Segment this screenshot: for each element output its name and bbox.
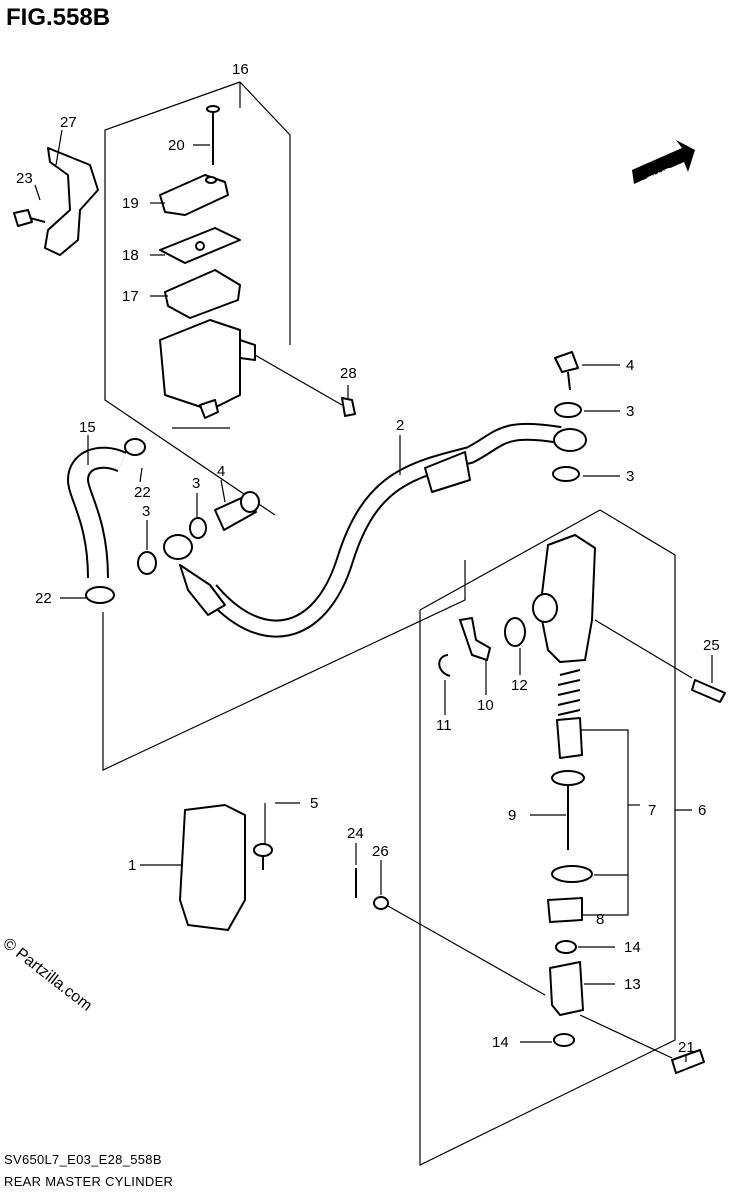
callout-26: 26 — [372, 843, 389, 860]
banjo-upper — [553, 428, 587, 452]
callout-6: 6 — [698, 802, 706, 819]
callout-3-d: 3 — [626, 468, 634, 485]
hose-bracket — [102, 560, 466, 771]
o-ring-12 — [504, 617, 526, 647]
push-rod-9-head — [551, 770, 585, 786]
brake-hose-2 — [203, 422, 562, 638]
cover-1 — [179, 804, 246, 931]
banjo-bolt-4-upper — [554, 351, 579, 373]
diaphragm-17 — [164, 269, 241, 319]
washer-26 — [373, 896, 389, 910]
callout-18: 18 — [122, 247, 139, 264]
callout-19: 19 — [122, 195, 139, 212]
reservoir-cap-19 — [159, 174, 229, 216]
callout-3-b: 3 — [142, 503, 150, 520]
callout-23: 23 — [16, 170, 33, 187]
clamp-22-lower — [85, 586, 115, 604]
reservoir-body — [159, 319, 241, 411]
callout-4-lower: 4 — [217, 463, 225, 480]
circlip-7 — [551, 865, 593, 883]
callout-15: 15 — [79, 419, 96, 436]
callout-17: 17 — [122, 288, 139, 305]
callout-3-c: 3 — [626, 403, 634, 420]
figure-title: FIG.558B — [6, 4, 111, 31]
bolt-28 — [341, 397, 356, 417]
screw-5 — [253, 843, 273, 857]
fitting-10 — [459, 617, 491, 661]
callout-9: 9 — [508, 807, 516, 824]
callout-24: 24 — [347, 825, 364, 842]
bracket-27 — [44, 147, 99, 256]
nut-14-lower — [553, 1033, 575, 1047]
circlip-11 — [438, 654, 451, 677]
callout-14-lower: 14 — [492, 1034, 509, 1051]
callout-22-upper: 22 — [134, 484, 151, 501]
callout-28: 28 — [340, 365, 357, 382]
callout-16: 16 — [232, 61, 249, 78]
clevis-13 — [549, 961, 584, 1016]
banjo-lower — [163, 534, 193, 560]
figure-caption: REAR MASTER CYLINDER — [4, 1174, 174, 1189]
callout-11: 11 — [436, 717, 452, 734]
callout-4-upper: 4 — [626, 357, 634, 374]
master-cylinder-body — [539, 534, 596, 663]
callout-21: 21 — [678, 1039, 695, 1056]
fwd-arrow — [632, 140, 695, 184]
callout-27: 27 — [60, 114, 77, 131]
callout-14-upper: 14 — [624, 939, 641, 956]
bolt-23 — [13, 209, 33, 227]
leader-lines — [34, 129, 713, 1062]
spring — [557, 669, 581, 716]
callout-20: 20 — [168, 137, 185, 154]
washer-3-c — [554, 402, 582, 418]
washer-3-d — [552, 466, 580, 482]
washer-3-a — [189, 517, 207, 539]
bolt-25 — [691, 679, 726, 703]
clamp-22-upper — [124, 438, 146, 456]
callout-1: 1 — [128, 857, 136, 874]
callout-7: 7 — [648, 802, 656, 819]
group-16-box — [239, 81, 291, 345]
callout-10: 10 — [477, 697, 494, 714]
callout-22-lower: 22 — [35, 590, 52, 607]
boot-8 — [547, 897, 583, 923]
figure-code: SV650L7_E03_E28_558B — [4, 1152, 162, 1167]
callout-12: 12 — [511, 677, 528, 694]
nut-14-upper — [555, 940, 577, 954]
washer-3-b — [137, 551, 157, 575]
callout-25: 25 — [703, 637, 720, 654]
piston — [556, 717, 583, 759]
callout-2: 2 — [396, 417, 404, 434]
group-7-box — [419, 509, 601, 611]
callout-3-a: 3 — [192, 475, 200, 492]
pin-21 — [671, 1049, 705, 1074]
callout-5: 5 — [310, 795, 318, 812]
callout-13: 13 — [624, 976, 641, 993]
callout-8: 8 — [596, 911, 604, 928]
group-6-box — [419, 509, 676, 1166]
